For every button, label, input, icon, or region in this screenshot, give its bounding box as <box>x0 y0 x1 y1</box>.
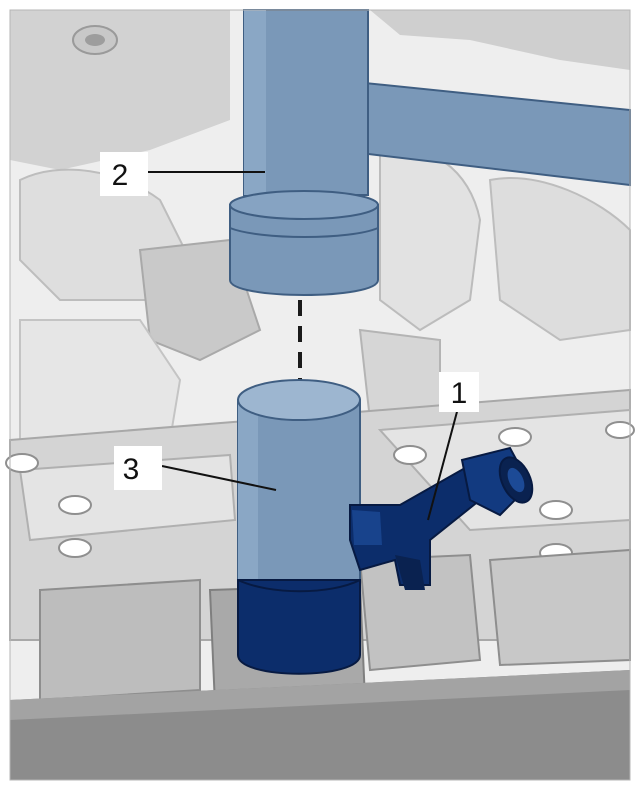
callout-2: 2 <box>100 152 148 196</box>
callout-2-label: 2 <box>112 159 129 192</box>
callout-1-leader <box>427 407 459 521</box>
callout-1-label: 1 <box>451 377 468 410</box>
callout-3: 3 <box>114 446 162 490</box>
callout-3-label: 3 <box>123 453 140 486</box>
callout-3-leader <box>161 465 277 491</box>
tool-3-sleeve <box>237 379 361 675</box>
callout-1: 1 <box>439 372 479 412</box>
tool-2-puller <box>229 9 631 296</box>
injector-1 <box>349 446 534 590</box>
frame-border <box>9 9 631 781</box>
